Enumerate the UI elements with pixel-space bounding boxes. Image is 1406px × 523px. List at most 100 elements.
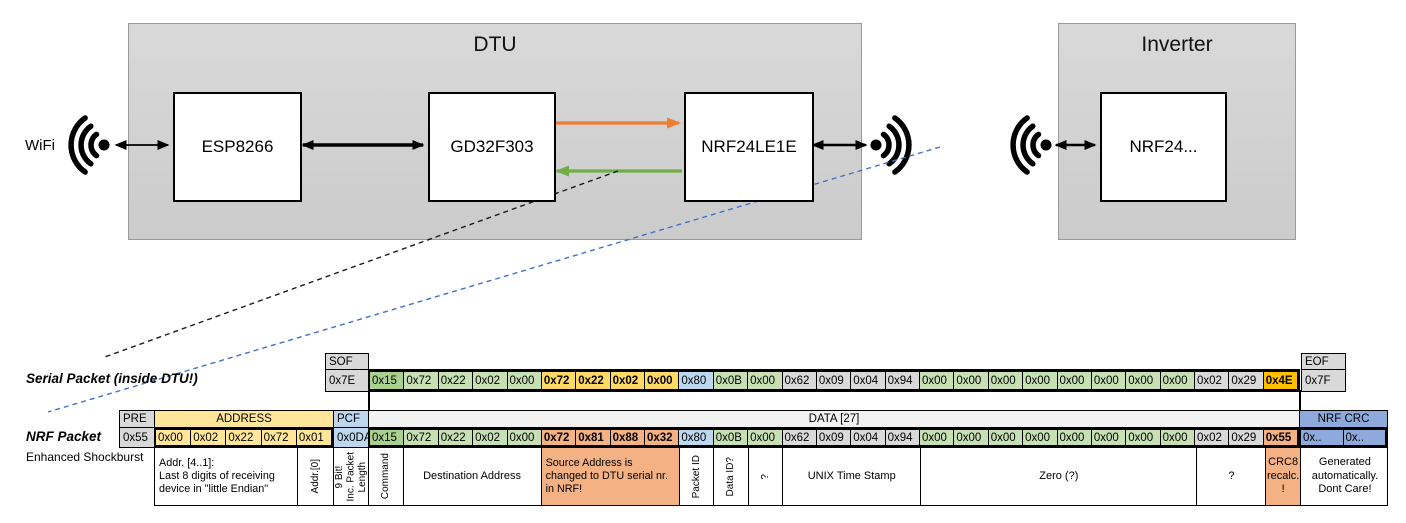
serial-byte-cell: 0x04 [850, 371, 886, 390]
nrf-byte-cell: 0x72 [540, 429, 577, 446]
annotation-rotated-text: ? [759, 473, 771, 480]
annotation-cell: Zero (?) [921, 448, 1198, 505]
serial-byte-cell: 0x09 [815, 371, 852, 390]
serial-sof-value: 0x7E [325, 369, 369, 392]
annotation-cell: Data ID? [714, 448, 749, 505]
nrf-byte-cell: 0x94 [884, 429, 920, 446]
nrf-pcf-header: PCF [333, 410, 369, 428]
inverter-title: Inverter [1141, 33, 1213, 56]
serial-byte-cell: 0x02 [609, 371, 645, 390]
serial-byte-cell: 0x00 [506, 371, 542, 390]
annotation-cell: 9 Bit! Inc. Packet Length [334, 448, 369, 505]
annotation-cell: Command [369, 448, 404, 505]
nrf-pcf-value: 0x0DA [333, 427, 372, 448]
nrf-byte-cell: 0x09 [815, 429, 852, 446]
serial-byte-cell: 0x00 [919, 371, 955, 390]
inverter-nrf24-label: NRF24... [1129, 137, 1198, 156]
nrf-crc-row: 0x..0x.. [1299, 427, 1388, 448]
nrf-byte-cell: 0x0B [712, 429, 749, 446]
nrf-byte-cell: 0x00 [1125, 429, 1161, 446]
esp8266-box: ESP8266 [173, 92, 302, 202]
annotation-cell: Addr. [4..1]: Last 8 digits of receiving… [155, 448, 299, 505]
annotation-cell: Packet ID [680, 448, 715, 505]
wifi-label: WiFi [25, 137, 55, 154]
serial-byte-cell: 0x62 [781, 371, 817, 390]
wifi-icon-inverter [1010, 115, 1052, 175]
nrf-byte-cell: 0x00 [1090, 429, 1127, 446]
annotation-rotated-text: 9 Bit! Inc. Packet Length [333, 451, 368, 502]
serial-eof-header: EOF [1301, 353, 1346, 370]
nrf-byte-cell: 0x00 [506, 429, 542, 446]
serial-byte-cell: 0x00 [987, 371, 1024, 390]
serial-byte-cell: 0x4E [1262, 371, 1299, 390]
serial-byte-cell: 0x00 [1056, 371, 1092, 390]
serial-byte-cell: 0x00 [644, 371, 680, 390]
annotation-rotated-text: Addr.[0] [309, 459, 321, 494]
esp8266-label: ESP8266 [201, 137, 274, 156]
nrf-byte-cell: 0x02 [472, 429, 508, 446]
nrf-byte-cell: 0x81 [575, 429, 611, 446]
nrf24le1e-box: NRF24LE1E [684, 92, 814, 202]
nrf-address-byte-cell: 0x72 [260, 429, 297, 446]
nrf-pre-header: PRE [119, 410, 155, 428]
serial-byte-cell: 0x00 [1090, 371, 1127, 390]
serial-byte-cell: 0x29 [1228, 371, 1264, 390]
serial-byte-cell: 0x15 [369, 371, 405, 390]
nrf-byte-cell: 0x55 [1262, 429, 1299, 446]
nrf-packet-sublabel: Enhanced Shockburst [26, 450, 144, 464]
nrf-byte-cell: 0x04 [850, 429, 886, 446]
nrf-address-byte-cell: 0x01 [295, 429, 333, 446]
annotation-rotated-text: Data ID? [725, 456, 737, 497]
table-connector-lines [368, 390, 1301, 412]
nrf-byte-cell: 0x29 [1228, 429, 1264, 446]
nrf-crc-header: NRF CRC [1299, 410, 1388, 428]
annotation-cell: CRC8 recalc. ! [1266, 448, 1301, 505]
serial-sof-header: SOF [325, 353, 369, 370]
annotation-cell: Destination Address [404, 448, 542, 505]
nrf-byte-cell: 0x32 [644, 429, 680, 446]
annotation-cell: Source Address is changed to DTU serial … [541, 448, 680, 505]
annotation-cell: Generated automatically. Dont Care! [1311, 456, 1379, 496]
serial-byte-cell: 0x22 [437, 371, 474, 390]
nrf-data-header: DATA [27] [368, 410, 1300, 428]
nrf-byte-cell: 0x00 [1159, 429, 1195, 446]
serial-byte-cell: 0x00 [747, 371, 783, 390]
inverter-nrf24-box: NRF24... [1100, 92, 1227, 202]
nrf-address-byte-cell: 0x02 [190, 429, 227, 446]
dtu-title: DTU [473, 33, 517, 56]
nrf-pre-value: 0x55 [119, 427, 155, 448]
nrf-byte-cell: 0x00 [919, 429, 955, 446]
nrf-byte-cell: 0x00 [747, 429, 783, 446]
nrf-address-header: ADDRESS [154, 410, 334, 428]
serial-byte-cell: 0x80 [678, 371, 714, 390]
nrf-address-byte-cell: 0x00 [155, 429, 192, 446]
annotation-rotated-text: Command [379, 453, 391, 500]
annotation-cell: ? [1197, 448, 1267, 505]
nrf-byte-cell: 0x02 [1194, 429, 1230, 446]
nrf-byte-cell: 0x00 [1056, 429, 1092, 446]
nrf-annotation-row: Addr. [4..1]: Last 8 digits of receiving… [154, 447, 1388, 506]
gd32f303-box: GD32F303 [428, 92, 556, 202]
serial-byte-cell: 0x02 [1194, 371, 1230, 390]
annotation-cell: UNIX Time Stamp [783, 448, 922, 505]
nrf-byte-cell: 0x00 [953, 429, 989, 446]
serial-byte-cell: 0x00 [1022, 371, 1058, 390]
wifi-icon-nrf [870, 115, 912, 175]
nrf-byte-cell: 0x72 [403, 429, 439, 446]
gd32f303-label: GD32F303 [450, 137, 534, 156]
nrf-byte-cell: 0x62 [781, 429, 817, 446]
inverter-container: Inverter [1058, 23, 1296, 240]
annotation-rotated-text: Packet ID [690, 454, 702, 499]
nrf-crc-byte-cell: 0x.. [1300, 429, 1344, 446]
serial-byte-cell: 0x00 [1125, 371, 1161, 390]
annotation-cell: Addr.[0] [298, 448, 334, 505]
nrf-address-byte-cell: 0x22 [225, 429, 262, 446]
nrf-packet-label: NRF Packet [26, 429, 102, 444]
nrf-byte-cell: 0x22 [437, 429, 474, 446]
nrf-crc-byte-cell: 0x.. [1342, 429, 1386, 446]
nrf-byte-cell: 0x80 [678, 429, 714, 446]
